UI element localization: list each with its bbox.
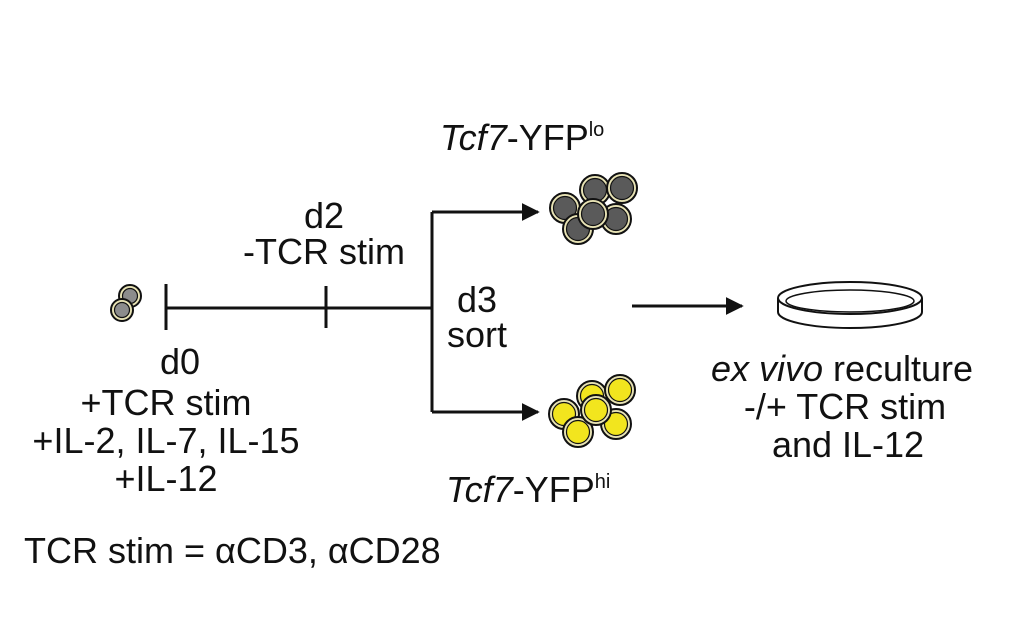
reculture-line-1: ex vivo reculture	[711, 351, 973, 387]
yfp-lo-cell	[552, 195, 578, 221]
yfp-hi-cell-cluster	[548, 374, 636, 448]
yfp-lo-cell-cluster	[549, 172, 638, 245]
yfp-lo-cell	[580, 201, 606, 227]
d3-action: sort	[446, 314, 508, 355]
yfp-hi-suffix: -YFP	[512, 469, 595, 510]
reculture-rest: reculture	[822, 348, 974, 389]
culture-dish-icon	[777, 281, 923, 329]
d0-line-1: +TCR stim	[80, 382, 252, 423]
start-cell	[113, 301, 131, 319]
yfp-hi-sup: hi	[594, 471, 611, 493]
yfp-lo-cell	[609, 175, 635, 201]
yfp-lo-label: Tcf7-YFPlo	[440, 120, 604, 156]
yfp-hi-gene: Tcf7	[446, 469, 513, 510]
d2-condition: -TCR stim	[243, 231, 405, 272]
starting-cells	[110, 284, 142, 322]
d3-label: d3	[456, 279, 498, 320]
yfp-lo-sup: lo	[588, 119, 605, 141]
reculture-italic: ex vivo	[710, 348, 823, 389]
reculture-line-2: -/+ TCR stim	[743, 386, 947, 427]
reculture-line-3: and IL-12	[771, 424, 925, 465]
yfp-hi-label: Tcf7-YFPhi	[446, 472, 610, 508]
d2-label: d2	[303, 195, 345, 236]
yfp-hi-cell	[603, 411, 629, 437]
yfp-lo-suffix: -YFP	[506, 117, 589, 158]
yfp-hi-cell	[607, 377, 633, 403]
d0-label: d0	[159, 341, 201, 382]
d0-line-2: +IL-2, IL-7, IL-15	[32, 420, 300, 461]
footnote: TCR stim = αCD3, αCD28	[24, 530, 441, 571]
yfp-hi-cell	[565, 419, 591, 445]
d0-line-3: +IL-12	[114, 458, 218, 499]
yfp-lo-gene: Tcf7	[440, 117, 507, 158]
yfp-hi-cell	[583, 397, 609, 423]
yfp-lo-cell	[582, 177, 608, 203]
